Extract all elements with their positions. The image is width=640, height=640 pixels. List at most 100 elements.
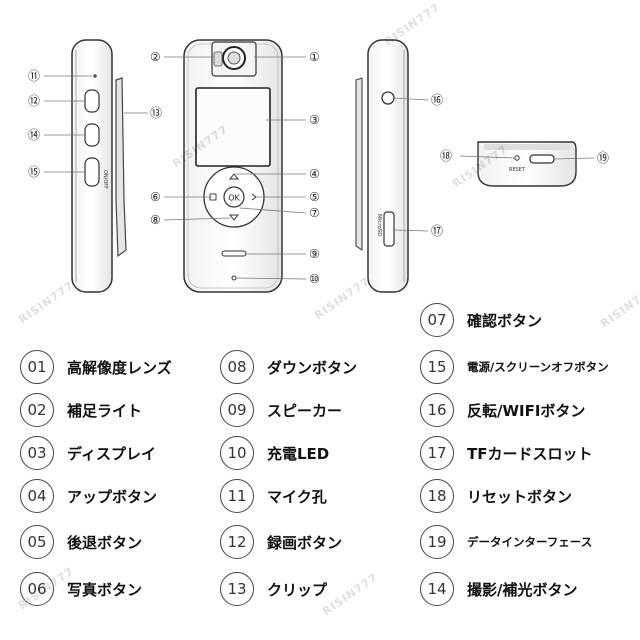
legend-number: 11: [220, 479, 254, 513]
ok-text: OK: [228, 194, 240, 203]
legend-label: 高解像度レンズ: [67, 358, 172, 377]
legend-number: 16: [420, 393, 454, 427]
legend-number: 10: [220, 436, 254, 470]
usb-port: [529, 154, 555, 164]
microsd-text: MicroSD: [376, 214, 382, 237]
flip-wifi-button-side: [381, 91, 395, 105]
front-view: OK: [163, 39, 307, 293]
legend-label: 録画ボタン: [267, 533, 343, 552]
callout-13: ⑬: [150, 106, 162, 120]
legend-label: 補足ライト: [67, 401, 143, 420]
callout-2: ②: [150, 50, 161, 64]
legend-number: 14: [420, 572, 454, 606]
legend-number: 17: [420, 436, 454, 470]
legend-label: 写真ボタン: [67, 580, 143, 599]
legend-label: データインターフェース: [467, 535, 593, 549]
legend-number: 06: [20, 572, 54, 606]
callout-17: ⑰: [431, 224, 443, 238]
right-side-view: MicroSD: [355, 39, 429, 293]
callout-9: ⑨: [309, 247, 320, 261]
legend-number: 07: [420, 303, 454, 337]
callout-labels: ① ② ③ ④ ⑤ ⑥ ⑦ ⑧ ⑨ ⑩ ⑪ ⑫ ⑬ ⑭ ⑮ ⑯ ⑰ ⑱ ⑲: [28, 50, 609, 286]
legend-label: TFカードスロット: [467, 444, 593, 463]
callout-16: ⑯: [431, 93, 443, 107]
legend-label: 充電LED: [267, 444, 330, 463]
legend-label: 電源/スクリーンオフボタン: [467, 360, 609, 374]
legend-item-02: 02 補足ライト: [20, 393, 142, 427]
left-side-view: ON/OFF: [44, 39, 148, 293]
callout-4: ④: [309, 167, 320, 181]
on-off-text: ON/OFF: [102, 170, 108, 189]
legend-item-16: 16 反転/WIFIボタン: [420, 393, 585, 427]
reset-text: RESET: [509, 167, 526, 173]
callout-19: ⑲: [597, 151, 609, 165]
legend-number: 19: [420, 525, 454, 559]
callout-3: ③: [309, 113, 320, 127]
callout-12: ⑫: [28, 94, 40, 108]
legend-item-18: 18 リセットボタン: [420, 479, 572, 513]
legend-item-12: 12 録画ボタン: [220, 525, 342, 559]
legend-item-19: 19 データインターフェース: [420, 525, 592, 559]
legend-number: 13: [220, 572, 254, 606]
legend-number: 01: [20, 350, 54, 384]
legend-item-13: 13 クリップ: [220, 572, 327, 606]
bottom-view: RESET: [459, 141, 595, 187]
power-button-side: [84, 157, 100, 187]
legend-label: 撮影/補光ボタン: [467, 580, 578, 599]
callout-15: ⑮: [28, 165, 40, 179]
down-arrow-shape: [228, 214, 240, 221]
legend-label: アップボタン: [67, 487, 158, 506]
legend-item-01: 01 高解像度レンズ: [20, 350, 172, 384]
callout-5: ⑤: [309, 190, 320, 204]
legend-label: スピーカー: [267, 401, 343, 420]
legend-item-14: 14 撮影/補光ボタン: [420, 572, 577, 606]
legend-item-07: 07 確認ボタン: [420, 303, 542, 337]
callout-6: ⑥: [150, 190, 161, 204]
clip-shape: [115, 77, 127, 258]
legend-number: 09: [220, 393, 254, 427]
callout-14: ⑭: [28, 128, 40, 142]
speaker-slot: [221, 250, 247, 257]
legend-label: ディスプレイ: [67, 444, 156, 463]
legend-item-03: 03 ディスプレイ: [20, 436, 156, 470]
legend-item-04: 04 アップボタン: [20, 479, 157, 513]
legend-number: 04: [20, 479, 54, 513]
callout-7: ⑦: [309, 206, 320, 220]
device-diagram: ON/OFF OK: [28, 39, 609, 293]
record-button-side: [84, 89, 100, 113]
photo-light-button-side: [84, 123, 100, 147]
legend-item-09: 09 スピーカー: [220, 393, 342, 427]
legend-label: 確認ボタン: [467, 311, 543, 330]
legend-number: 03: [20, 436, 54, 470]
legend-label: リセットボタン: [467, 487, 573, 506]
legend-number: 02: [20, 393, 54, 427]
fill-light: [213, 51, 223, 67]
callout-11: ⑪: [28, 69, 40, 83]
display-screen: [195, 87, 271, 167]
up-arrow-shape: [228, 173, 240, 180]
legend-number: 18: [420, 479, 454, 513]
legend-item-08: 08 ダウンボタン: [220, 350, 357, 384]
legend-item-17: 17 TFカードスロット: [420, 436, 592, 470]
legend-label: マイク孔: [267, 487, 327, 506]
legend-number: 15: [420, 350, 454, 384]
legend-label: クリップ: [267, 580, 328, 599]
legend-item-06: 06 写真ボタン: [20, 572, 142, 606]
tf-slot: [383, 211, 395, 247]
legend-number: 12: [220, 525, 254, 559]
legend-number: 08: [220, 350, 254, 384]
legend-number: 05: [20, 525, 54, 559]
watermark: RISIN777: [320, 570, 381, 619]
legend-item-10: 10 充電LED: [220, 436, 329, 470]
legend-label: 後退ボタン: [67, 533, 143, 552]
legend-label: ダウンボタン: [267, 358, 358, 377]
legend-item-15: 15 電源/スクリーンオフボタン: [420, 350, 609, 384]
legend-label: 反転/WIFIボタン: [467, 401, 586, 420]
mic-hole: [93, 74, 97, 78]
callout-10: ⑩: [309, 272, 320, 286]
legend-item-05: 05 後退ボタン: [20, 525, 142, 559]
callout-8: ⑧: [150, 213, 161, 227]
ok-button-shape: [223, 186, 245, 208]
legend-item-11: 11 マイク孔: [220, 479, 327, 513]
callout-18: ⑱: [440, 149, 452, 163]
